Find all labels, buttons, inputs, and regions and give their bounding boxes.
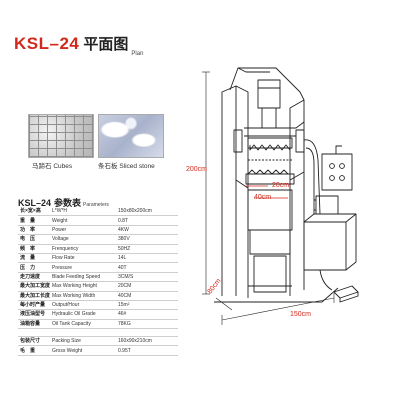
spec-label-en: Packing Size <box>50 336 116 347</box>
spec-value: 3CM/S <box>116 272 178 283</box>
sliced-stone-caption: 条石板 Sliced stone <box>98 163 155 170</box>
spec-value: 4KW <box>116 225 178 236</box>
spec-label-cn: 每小时产量 <box>18 300 50 311</box>
spec-value: 160x90x210cm <box>116 336 178 347</box>
spec-label-cn: 重 量 <box>18 215 50 226</box>
spec-separator <box>18 328 178 338</box>
spec-value: 46# <box>116 309 178 320</box>
spec-value: 14L <box>116 253 178 264</box>
spec-label-en: Flow Rate <box>50 253 116 264</box>
spec-label-en: L*W*H <box>50 207 116 217</box>
inner-width-dimension: 20cm <box>272 182 290 189</box>
spec-label-cn: 最大加工宽度 <box>18 281 50 292</box>
spec-label-en: Voltage <box>50 234 116 245</box>
spec-label-en: Power <box>50 225 116 236</box>
spec-label-en: Max Working Width <box>50 291 116 301</box>
spec-value: 40T <box>116 262 178 273</box>
spec-label-en: Gross Weight <box>50 345 116 356</box>
spec-value: 40CM <box>116 291 178 301</box>
spec-label-cn: 包装尺寸 <box>18 336 50 347</box>
spec-value: 0.95T <box>116 345 178 356</box>
spec-value: 0.8T <box>116 215 178 226</box>
spec-label-en: Weight <box>50 215 116 226</box>
length-dimension: 150cm <box>290 311 312 318</box>
spec-label-cn: 毛 重 <box>18 345 50 356</box>
spec-label-en: Pressure <box>50 262 116 273</box>
spec-value: 380V <box>116 234 178 245</box>
title-cn: 平面图 <box>83 36 129 53</box>
spec-label-cn: 压 力 <box>18 262 50 273</box>
cubes-caption: 马蹄石 Cubes <box>32 163 73 170</box>
spec-value: 15m² <box>116 300 178 311</box>
spec-label-en: Oil Tank Capacity <box>50 319 116 330</box>
spec-value: 150x80x200cm <box>116 207 178 217</box>
inner-length-dimension: 40cm <box>254 194 272 201</box>
spec-label-cn: 走刀速度 <box>18 272 50 283</box>
spec-label-en: Max Working Height <box>50 281 116 292</box>
sliced-stone-sample-image <box>98 114 164 158</box>
spec-label-cn: 油箱容量 <box>18 319 50 330</box>
depth-dimension: 80cm <box>206 277 223 296</box>
spec-label-en: Frenquency <box>50 244 116 254</box>
title-en: Plan <box>131 51 144 57</box>
spec-value: 78KG <box>116 319 178 330</box>
spec-label-cn: 液压油型号 <box>18 309 50 320</box>
spec-label-en: Hydraulic Oil Grade <box>50 309 116 320</box>
spec-label-cn: 功 率 <box>18 225 50 236</box>
height-dimension: 200cm <box>186 166 208 173</box>
spec-value: 20CM <box>116 281 178 292</box>
spec-label-cn: 流 量 <box>18 253 50 264</box>
spec-value: 50HZ <box>116 244 178 254</box>
spec-label-cn: 长×宽×高 <box>18 207 50 217</box>
spec-label-en: Output/Hour <box>50 300 116 311</box>
spec-label-en: Blade Feeding Speed <box>50 272 116 283</box>
spec-label-cn: 电 压 <box>18 234 50 245</box>
model-name: KSL–24 <box>14 34 80 53</box>
spec-label-cn: 最大加工长度 <box>18 291 50 301</box>
spec-label-cn: 频 率 <box>18 244 50 254</box>
cubes-sample-image <box>28 114 94 158</box>
